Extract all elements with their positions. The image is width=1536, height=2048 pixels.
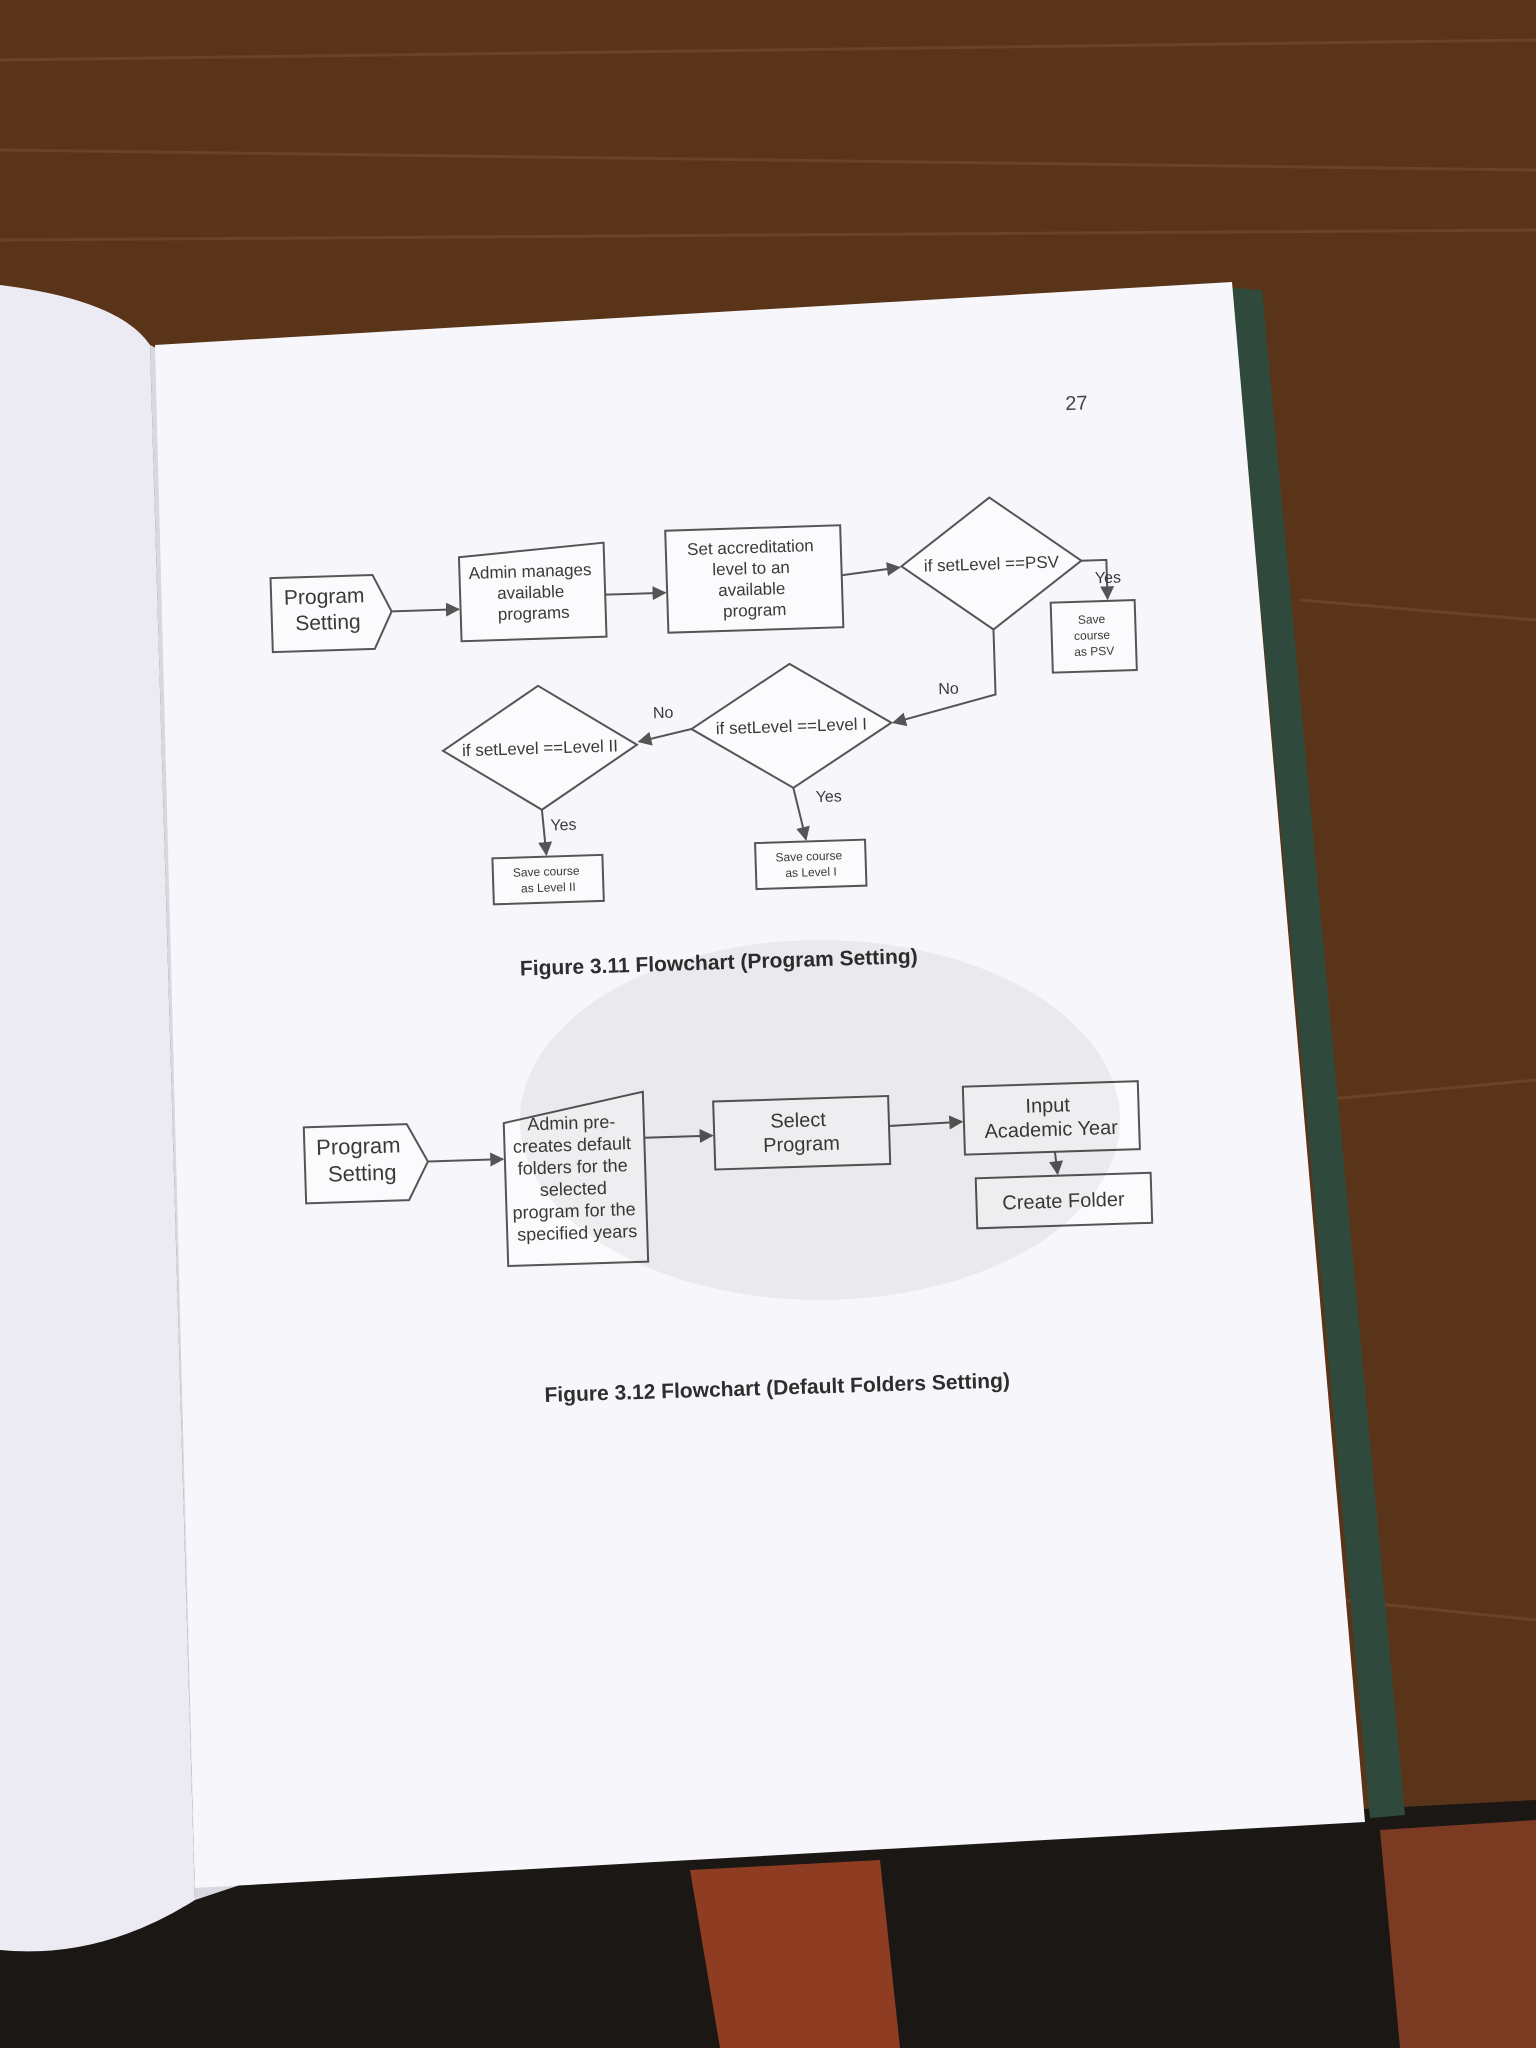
flowchart-program-setting: Program Setting Admin manages available … (269, 496, 1138, 981)
save-course-level-1-node (754, 838, 868, 891)
select-program-label: Select Program (762, 1109, 840, 1157)
save-level-1-label: Save course as Level I (775, 848, 846, 880)
set-accreditation-label: Set accreditation level to an available … (687, 536, 821, 622)
start-program-setting-node-2 (302, 1123, 430, 1205)
input-academic-year-label: Input Academic Year (983, 1093, 1118, 1143)
arrow-level-1-yes (792, 787, 810, 841)
decision-level-2-label: if setLevel ==Level II (462, 736, 618, 760)
photo-shadow (520, 940, 1120, 1300)
arrow-psv-yes (1081, 558, 1115, 601)
arrow-start-to-admin-2 (427, 1152, 505, 1167)
arrow-level-2-yes (538, 809, 553, 857)
start-program-setting-node (269, 573, 393, 654)
page-content: 27 Program Setting Admin manages availab… (269, 392, 1154, 1407)
set-accreditation-level-node (664, 524, 845, 634)
save-course-psv-node (1049, 599, 1138, 674)
left-page (0, 285, 195, 1952)
label-yes-psv: Yes (1095, 569, 1122, 587)
arrow-start-to-admin (391, 602, 460, 617)
start-node-label: Program Setting (284, 584, 372, 636)
decision-level-1-label: if setLevel ==Level I (716, 715, 868, 739)
create-folder-label: Create Folder (1002, 1189, 1125, 1215)
right-page (155, 282, 1365, 1888)
decision-psv-label: if setLevel ==PSV (924, 552, 1060, 575)
floor-tile-right (1380, 1820, 1536, 2048)
save-psv-label: Save course as PSV (1073, 612, 1114, 659)
start-node-2-label: Program Setting (316, 1132, 408, 1187)
input-academic-year-node (961, 1080, 1141, 1156)
arrow-input-to-create (1049, 1151, 1064, 1176)
arrow-accreditation-to-psv (841, 562, 901, 577)
wood-grain (0, 38, 1536, 1622)
label-yes-level-1: Yes (815, 788, 842, 806)
arrow-psv-no (892, 629, 997, 727)
flowchart-default-folders-setting: Program Setting Admin pre- creates defau… (302, 1080, 1154, 1407)
arrow-select-to-input (888, 1115, 964, 1130)
admin-precreates-label: Admin pre- creates default folders for t… (509, 1111, 641, 1245)
arrow-admin-to-select (644, 1128, 714, 1143)
arrow-admin-to-accreditation (605, 586, 667, 601)
admin-manages-label: Admin manages available programs (468, 560, 597, 625)
arrow-level-1-no (637, 728, 692, 746)
save-level-2-label: Save course as Level II (513, 864, 584, 896)
admin-precreates-folders-node (502, 1090, 650, 1268)
save-course-level-2-node (491, 853, 605, 906)
label-no-psv: No (938, 681, 959, 699)
label-no-level-1: No (653, 705, 674, 723)
admin-manages-programs-node (457, 541, 608, 643)
floor-tile (690, 1860, 900, 2048)
book-cover-edge (1232, 288, 1405, 1818)
page-number: 27 (1065, 392, 1088, 415)
select-program-node (712, 1094, 892, 1171)
label-yes-level-2: Yes (550, 817, 577, 835)
create-folder-node (974, 1171, 1154, 1230)
